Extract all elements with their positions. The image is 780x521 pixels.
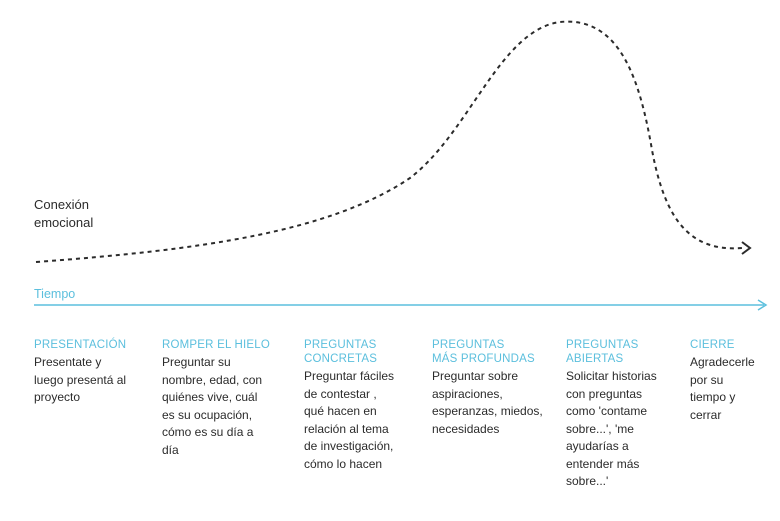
stage-presentation: PRESENTACIÓN Presentate y luego presentá…	[34, 338, 126, 407]
time-axis-label: Tiempo	[34, 287, 76, 301]
stage-concrete-questions: PREGUNTAS CONCRETAS Preguntar fáciles de…	[304, 338, 394, 473]
curve-arrowhead-icon	[741, 241, 752, 255]
stage-title: PRESENTACIÓN	[34, 339, 127, 351]
y-axis-label: Conexión emocional	[34, 197, 94, 230]
stage-deeper-questions: PREGUNTAS MÁS PROFUNDAS Preguntar sobre …	[432, 338, 543, 438]
stage-description: Preguntar su nombre, edad, con quiénes v…	[162, 355, 263, 457]
stage-title: ROMPER EL HIELO	[162, 339, 271, 351]
stage-description: Preguntar sobre aspiraciones, esperanzas…	[432, 369, 543, 436]
time-axis-arrowhead-icon	[757, 299, 768, 311]
interview-stages: PRESENTACIÓN Presentate y luego presentá…	[0, 338, 780, 518]
stage-description: Agradecerle por su tiempo y cerrar	[690, 355, 755, 422]
stage-title: CIERRE	[690, 339, 735, 351]
stage-closing: CIERRE Agradecerle por su tiempo y cerra…	[690, 338, 755, 424]
stage-title: PREGUNTAS MÁS PROFUNDAS	[432, 339, 535, 365]
stage-description: Solicitar historias con preguntas como '…	[566, 369, 657, 488]
stage-description: Preguntar fáciles de contestar , qué hac…	[304, 369, 395, 471]
stage-title: PREGUNTAS CONCRETAS	[304, 339, 378, 365]
stage-break-the-ice: ROMPER EL HIELO Preguntar su nombre, eda…	[162, 338, 270, 459]
stage-open-questions: PREGUNTAS ABIERTAS Solicitar historias c…	[566, 338, 657, 491]
stage-description: Presentate y luego presentá al proyecto	[34, 355, 127, 404]
stage-title: PREGUNTAS ABIERTAS	[566, 339, 639, 365]
